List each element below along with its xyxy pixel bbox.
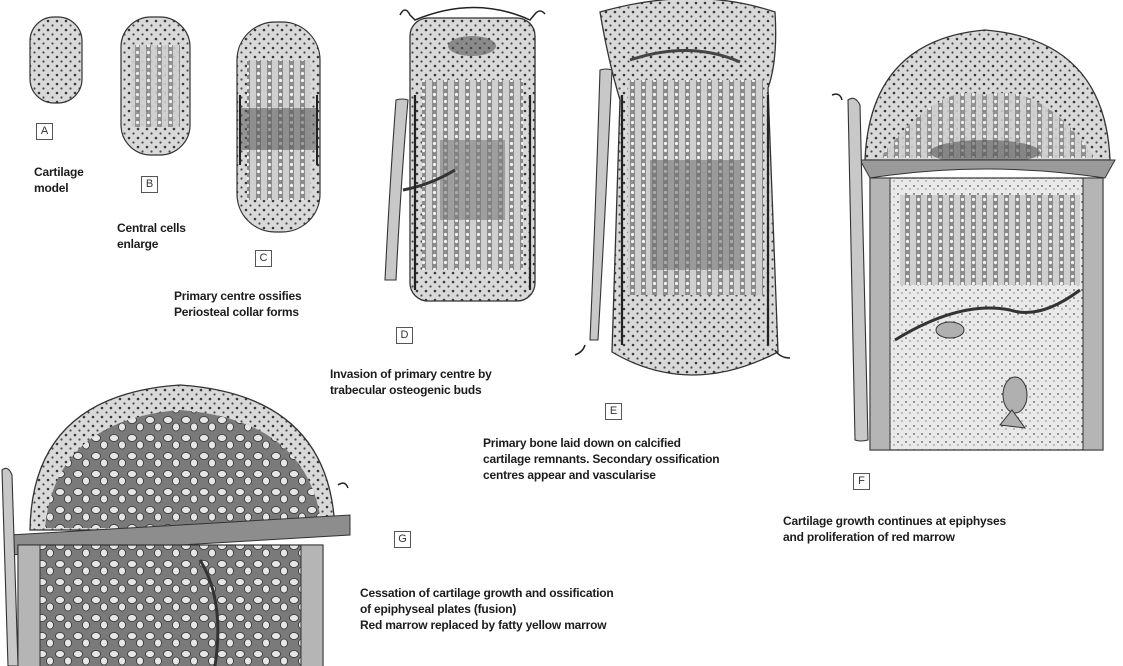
stage-c-illustration bbox=[237, 22, 320, 232]
stage-c-label: C bbox=[255, 250, 272, 267]
caption-line: Cartilage growth continues at epiphyses bbox=[783, 513, 1006, 529]
stage-g-label: G bbox=[394, 531, 411, 548]
stage-g-caption: Cessation of cartilage growth and ossifi… bbox=[360, 585, 614, 633]
caption-line: centres appear and vascularise bbox=[483, 467, 719, 483]
stage-e-illustration bbox=[575, 0, 790, 375]
caption-line: of epiphyseal plates (fusion) bbox=[360, 601, 614, 617]
stage-g-illustration bbox=[2, 385, 350, 666]
caption-line: model bbox=[34, 180, 84, 196]
caption-line: and proliferation of red marrow bbox=[783, 529, 1006, 545]
stage-d-caption: Invasion of primary centre by trabecular… bbox=[330, 366, 492, 398]
caption-line: Cartilage bbox=[34, 164, 84, 180]
stage-b-label: B bbox=[141, 176, 158, 193]
caption-line: Primary bone laid down on calcified bbox=[483, 435, 719, 451]
stage-f-illustration bbox=[832, 30, 1115, 450]
caption-line: Cessation of cartilage growth and ossifi… bbox=[360, 585, 614, 601]
stage-b-caption: Central cells enlarge bbox=[117, 220, 186, 252]
caption-line: Central cells bbox=[117, 220, 186, 236]
stage-a-illustration bbox=[30, 17, 82, 103]
caption-line: enlarge bbox=[117, 236, 186, 252]
caption-line: cartilage remnants. Secondary ossificati… bbox=[483, 451, 719, 467]
stage-e-label: E bbox=[605, 403, 622, 420]
caption-line: Periosteal collar forms bbox=[174, 304, 301, 320]
stage-a-caption: Cartilage model bbox=[34, 164, 84, 196]
stage-e-caption: Primary bone laid down on calcified cart… bbox=[483, 435, 719, 483]
stage-d-illustration bbox=[385, 8, 545, 302]
caption-line: Invasion of primary centre by bbox=[330, 366, 492, 382]
caption-line: Primary centre ossifies bbox=[174, 288, 301, 304]
stage-f-caption: Cartilage growth continues at epiphyses … bbox=[783, 513, 1006, 545]
stage-c-caption: Primary centre ossifies Periosteal colla… bbox=[174, 288, 301, 320]
stage-b-illustration bbox=[121, 17, 190, 155]
stage-f-label: F bbox=[853, 473, 870, 490]
caption-line: trabecular osteogenic buds bbox=[330, 382, 492, 398]
stage-d-label: D bbox=[396, 327, 413, 344]
stage-a-label: A bbox=[36, 123, 53, 140]
caption-line: Red marrow replaced by fatty yellow marr… bbox=[360, 617, 614, 633]
